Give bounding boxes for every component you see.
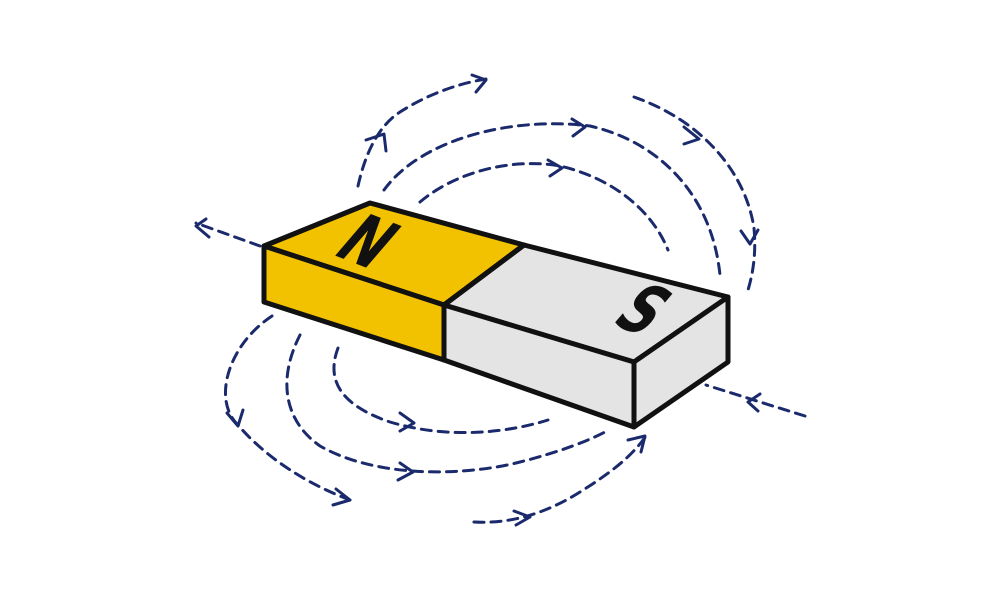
field-line [224, 314, 352, 502]
pole-divider [441, 242, 527, 308]
field-line [356, 77, 488, 188]
magnetic-field-lines [194, 77, 807, 524]
arrow-head-icon [546, 158, 564, 178]
arrow-head-icon [570, 117, 587, 138]
field-line [382, 122, 722, 277]
arrow-head-icon [225, 408, 245, 428]
arrow-head-icon [398, 411, 416, 433]
arrow-head-icon [331, 487, 352, 507]
arrow-head-icon [194, 217, 211, 239]
arrow-head-icon [682, 125, 701, 146]
bar-magnet: N S [261, 200, 731, 430]
arrow-head-icon [364, 132, 388, 153]
field-line [194, 221, 262, 248]
field-line [332, 346, 550, 434]
arrow-head-icon [746, 392, 762, 413]
south-pole-end-face [631, 294, 731, 430]
field-direction-arrows [194, 73, 762, 527]
arrow-head-icon [512, 509, 532, 527]
field-line [704, 383, 807, 418]
arrow-head-icon [396, 461, 415, 482]
arrow-head-icon [626, 434, 647, 454]
field-line [472, 434, 648, 524]
field-line [632, 95, 757, 292]
arrow-head-icon [739, 228, 760, 246]
arrow-head-icon [470, 73, 488, 94]
